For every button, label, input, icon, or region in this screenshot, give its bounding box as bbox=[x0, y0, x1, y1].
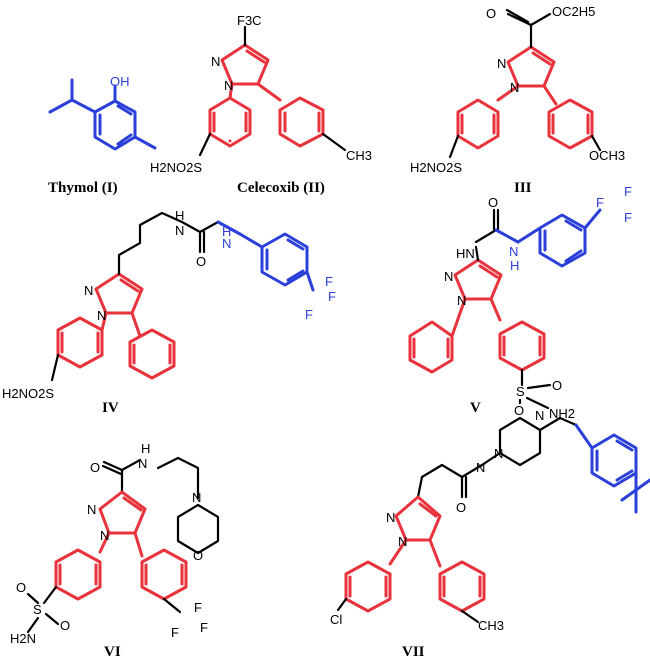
celecoxib-structure: F3C N N H2NO2S CH3 bbox=[150, 13, 372, 175]
celecoxib-sulfonamide-group: H2NO2S bbox=[150, 160, 202, 175]
compound-iv-nh-n: N bbox=[175, 223, 184, 238]
compound-vi-trifluoromethylphenyl-ring bbox=[140, 548, 188, 601]
compound-vi-pyrazole-ring bbox=[98, 490, 147, 535]
compound-vii-piperazine-ring bbox=[498, 416, 542, 467]
compound-vi-morpholine-n: N bbox=[192, 490, 201, 505]
compound-vii-carbonyl-o: O bbox=[456, 500, 466, 515]
compound-v-label: V bbox=[470, 400, 481, 416]
compound-v-f2: F bbox=[624, 184, 632, 199]
compound-vii-piperazine-n2: N bbox=[494, 446, 503, 461]
compound-iv-phenyl-ring bbox=[128, 328, 176, 380]
compound-vii-label: VII bbox=[402, 644, 425, 660]
compound-iv-pyrazole-ring bbox=[94, 272, 144, 315]
compound-v-phenyl-ring bbox=[408, 320, 454, 374]
celecoxib-tolyl-ring bbox=[278, 96, 325, 148]
compound-vii-tolyl-ring bbox=[438, 560, 486, 613]
compound-vi-carbonyl-o: O bbox=[90, 460, 100, 475]
compound-v-n2-atom: N bbox=[457, 293, 466, 308]
compound-vii-chlorophenyl-ring bbox=[344, 560, 392, 613]
compound-vi-morpholine-ring bbox=[176, 503, 220, 555]
compound-vi-n1-atom: N bbox=[87, 502, 96, 517]
compound-vi-amide-n: N bbox=[138, 456, 147, 471]
compound-vi-sulfur-atom: S bbox=[33, 602, 42, 617]
celecoxib-n2-atom: N bbox=[224, 78, 233, 93]
compound-vi-sulfonyl-o1: O bbox=[16, 580, 26, 595]
compound-vi-sulfonyl-o2: O bbox=[60, 618, 70, 633]
celecoxib-label: Celecoxib (II) bbox=[237, 180, 325, 196]
compound-iv-structure: N N H N H N O F F F H2NO2S bbox=[2, 208, 336, 401]
compound-iii-pyrazole-ring bbox=[506, 45, 556, 88]
compound-iv-trifluoromethylphenyl-ring bbox=[260, 232, 309, 287]
compound-iii-carbonyl-o: O bbox=[486, 6, 496, 21]
celecoxib-cf3-atom: F3C bbox=[237, 13, 262, 28]
compound-iii-structure: O OC2H5 N N H2NO2S OCH3 bbox=[410, 4, 625, 175]
compound-v-sulfur-atom: S bbox=[516, 384, 525, 399]
compound-v-carbonyl-o: O bbox=[488, 195, 498, 210]
compound-iii-methoxy-group: OCH3 bbox=[589, 148, 625, 163]
celecoxib-sulfonamide-phenyl-ring bbox=[208, 96, 252, 148]
compound-vi-structure: O N H N N N O O S O H2N F F F bbox=[10, 441, 220, 646]
compound-vii-piperazine-n1: N bbox=[535, 408, 544, 423]
compound-iv-n2-atom: N bbox=[97, 308, 106, 323]
compound-v-sulfonyl-o2: O bbox=[514, 403, 524, 418]
compound-iii-n1-atom: N bbox=[497, 56, 506, 71]
compound-v-nh2-group: NH2 bbox=[549, 406, 575, 421]
celecoxib-pyrazole-ring bbox=[220, 43, 270, 86]
compound-v-aryl-nh-n: N bbox=[509, 244, 518, 259]
compound-iv-nh-h: H bbox=[175, 208, 184, 223]
compound-vii-chloro-group: Cl bbox=[330, 612, 342, 627]
compound-iv-sulfonamide-group: H2NO2S bbox=[2, 386, 54, 401]
compound-vii-pyrazole-ring bbox=[394, 495, 442, 542]
compound-v-f1: F bbox=[596, 195, 604, 210]
compound-v-n1-atom: N bbox=[444, 269, 453, 284]
compound-iv-urea-nh-link bbox=[216, 220, 242, 236]
compound-iii-label: III bbox=[514, 180, 532, 196]
compound-iii-sulfonamide-group: H2NO2S bbox=[410, 160, 462, 175]
compound-v-trifluoromethylphenyl-ring bbox=[538, 213, 587, 268]
compound-vi-f2: F bbox=[200, 620, 208, 635]
compound-vii-n1-atom: N bbox=[386, 510, 395, 525]
compound-v-aryl-nh-h: H bbox=[510, 258, 519, 273]
compound-v-f3: F bbox=[624, 210, 632, 225]
compound-iv-f2: F bbox=[328, 289, 336, 304]
compound-iii-n2-atom: N bbox=[510, 80, 519, 95]
compound-vi-f1: F bbox=[194, 600, 202, 615]
celecoxib-n1-atom: N bbox=[211, 54, 220, 69]
compound-iv-carbonyl-o: O bbox=[196, 254, 206, 269]
compound-vii-methyl-group: CH3 bbox=[478, 618, 504, 633]
compound-v-structure: O HN N H F F F N N S O O NH2 bbox=[408, 184, 632, 421]
compound-vi-f3: F bbox=[171, 625, 179, 640]
compound-iv-aryl-nh-n: N bbox=[222, 236, 231, 251]
compound-iv-f1: F bbox=[325, 274, 333, 289]
compound-iii-sulfonamide-phenyl-ring bbox=[456, 98, 500, 150]
compound-iii-methoxyphenyl-ring bbox=[547, 98, 594, 150]
compound-iv-n1-atom: N bbox=[84, 283, 93, 298]
compound-iv-aryl-nh-h: H bbox=[222, 224, 231, 239]
compound-v-sulfonyl-o1: O bbox=[552, 378, 562, 393]
compound-iv-sulfonamide-phenyl-ring bbox=[56, 316, 104, 369]
thymol-structure: OH bbox=[48, 74, 157, 151]
compound-vi-morpholine-o: O bbox=[193, 548, 203, 563]
compound-vii-n2-atom: N bbox=[398, 534, 407, 549]
compound-vi-label: VI bbox=[104, 644, 121, 660]
thymol-label: Thymol (I) bbox=[48, 180, 118, 196]
celecoxib-methyl-group: CH3 bbox=[346, 148, 372, 163]
compound-v-pyrazole-ring bbox=[453, 258, 503, 301]
thymol-oh-atom: OH bbox=[110, 74, 130, 89]
compound-vi-nh2-group: H2N bbox=[10, 631, 36, 646]
compound-v-sulfonamide-phenyl-ring bbox=[498, 320, 546, 372]
compound-iii-ester-group: OC2H5 bbox=[552, 4, 595, 19]
compound-v-hn-group: HN bbox=[456, 246, 475, 261]
compound-iv-f3: F bbox=[305, 307, 313, 322]
compound-vii-tert-butylphenyl-ring bbox=[590, 433, 638, 488]
compound-vi-amide-h: H bbox=[141, 441, 150, 456]
compound-vii-amide-n: N bbox=[476, 460, 485, 475]
compound-vi-sulfonamide-phenyl-ring bbox=[54, 548, 102, 601]
compound-vii-structure: N N N O N N Cl CH3 bbox=[330, 408, 650, 633]
compound-iv-label: IV bbox=[102, 400, 119, 416]
compound-vi-n2-atom: N bbox=[100, 528, 109, 543]
compound-v-urea-nh-link bbox=[494, 228, 520, 244]
